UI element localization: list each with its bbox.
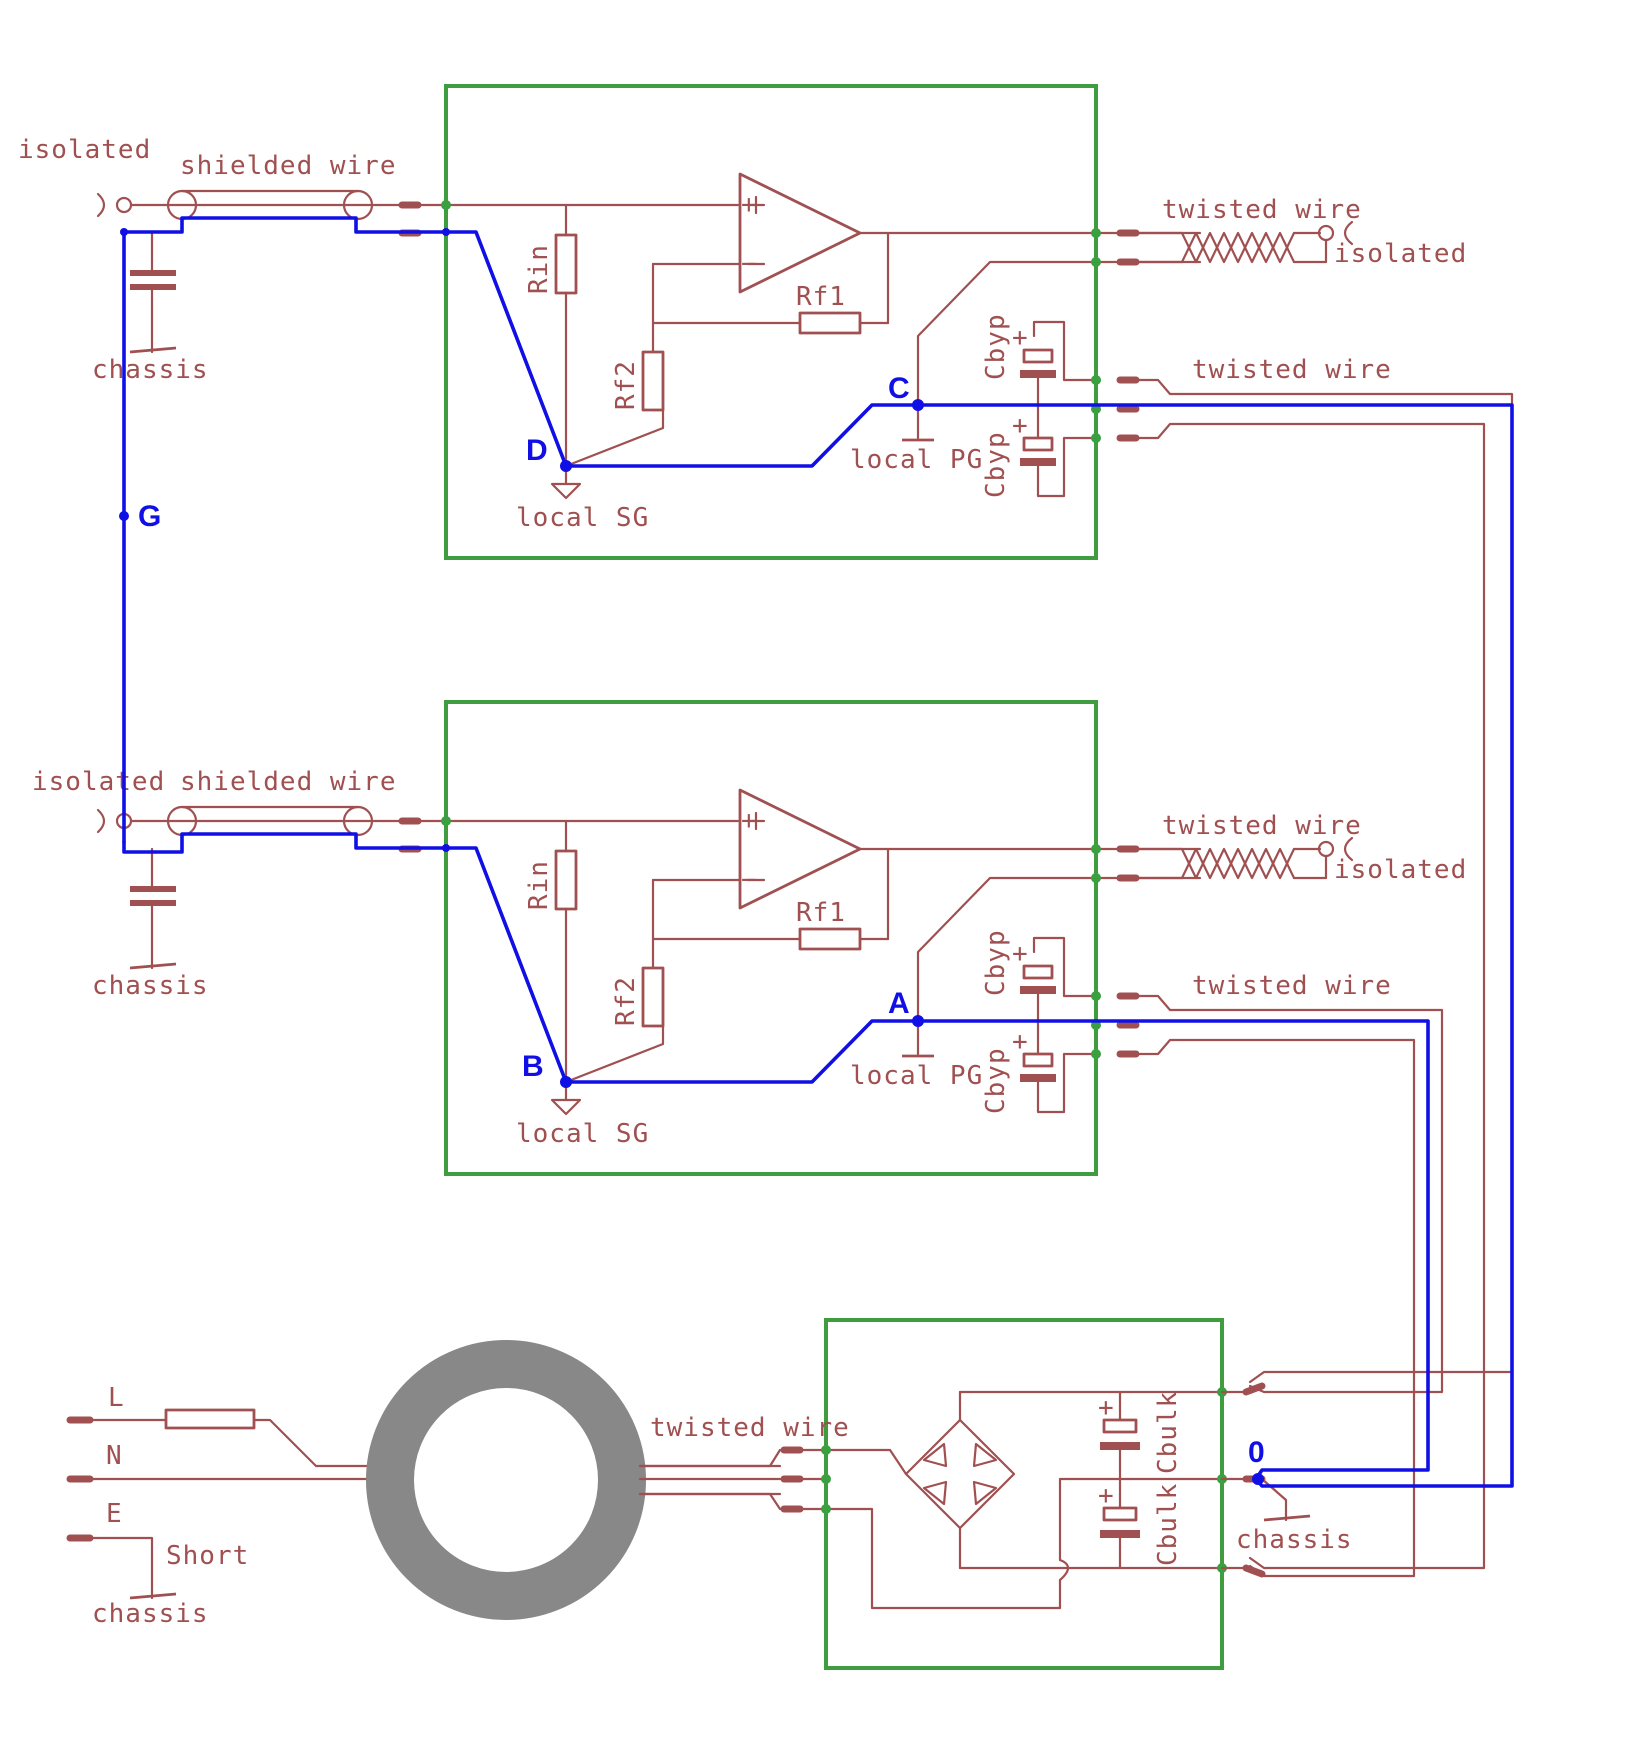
lower-rin-label: Rin [524,860,554,910]
lower-local-pg-label: local PG [850,1061,983,1091]
lower-opamp-minus: − [741,865,758,895]
upper-shielded-wire-label: shielded wire [180,151,397,181]
node-b-label: B [522,1050,544,1083]
upper-twisted-wire-out-label: twisted wire [1162,195,1362,225]
node-a-label: A [888,987,910,1020]
node-g-label: G [138,500,161,533]
ground-network [119,216,1514,1488]
upper-input-isolated-label: isolated [18,135,151,165]
lower-cbyp-bottom-plus: + [1012,1027,1029,1057]
upper-rin-label: Rin [524,244,554,294]
cbulk-bottom-plus: + [1098,1481,1115,1511]
upper-local-pg-label: local PG [850,445,983,475]
lower-cbyp-top-plus: + [1012,939,1029,969]
cbulk-top-plus: + [1098,1393,1115,1423]
lower-shielded-wire-label: shielded wire [180,767,397,797]
lower-local-sg-label: local SG [516,1119,649,1149]
upper-opamp-minus: − [741,249,758,279]
upper-twisted-wire-power-label: twisted wire [1192,355,1392,385]
upper-local-sg-label: local SG [516,503,649,533]
upper-chassis-label: chassis [92,355,209,385]
upper-opamp-plus: + [741,190,758,220]
mains-n-label: N [106,1441,123,1471]
cbulk-bottom-label: Cbulk [1153,1483,1183,1566]
lower-output-isolated-label: isolated [1334,855,1467,885]
cbulk-top-label: Cbulk [1153,1391,1183,1474]
upper-rf1-label: Rf1 [796,282,846,312]
mains-e-label: E [106,1499,123,1529]
lower-rf2-label: Rf2 [611,976,641,1026]
power-supply-module [66,1318,1311,1670]
lower-twisted-wire-power-label: twisted wire [1192,971,1392,1001]
lower-rf1-label: Rf1 [796,898,846,928]
mains-l-label: L [108,1383,125,1413]
short-label: Short [166,1541,249,1571]
upper-cbyp-top-plus: + [1012,323,1029,353]
lower-opamp-plus: + [741,806,758,836]
upper-rf2-label: Rf2 [611,360,641,410]
lower-input-isolated-label: isolated [32,767,165,797]
lower-cbyp-top-label: Cbyp [981,929,1011,996]
lower-cbyp-bottom-label: Cbyp [981,1047,1011,1114]
lower-chassis-label: chassis [92,971,209,1001]
mains-chassis-label: chassis [92,1599,209,1629]
node-c-label: C [888,372,910,405]
node-d-label: D [526,434,548,467]
upper-output-isolated-label: isolated [1334,239,1467,269]
upper-cbyp-top-label: Cbyp [981,313,1011,380]
psu-twisted-wire-label: twisted wire [650,1413,850,1443]
upper-cbyp-bottom-plus: + [1012,411,1029,441]
upper-cbyp-bottom-label: Cbyp [981,431,1011,498]
node-0-label: 0 [1248,1436,1265,1469]
psu-chassis-label: chassis [1236,1525,1353,1555]
lower-twisted-wire-out-label: twisted wire [1162,811,1362,841]
